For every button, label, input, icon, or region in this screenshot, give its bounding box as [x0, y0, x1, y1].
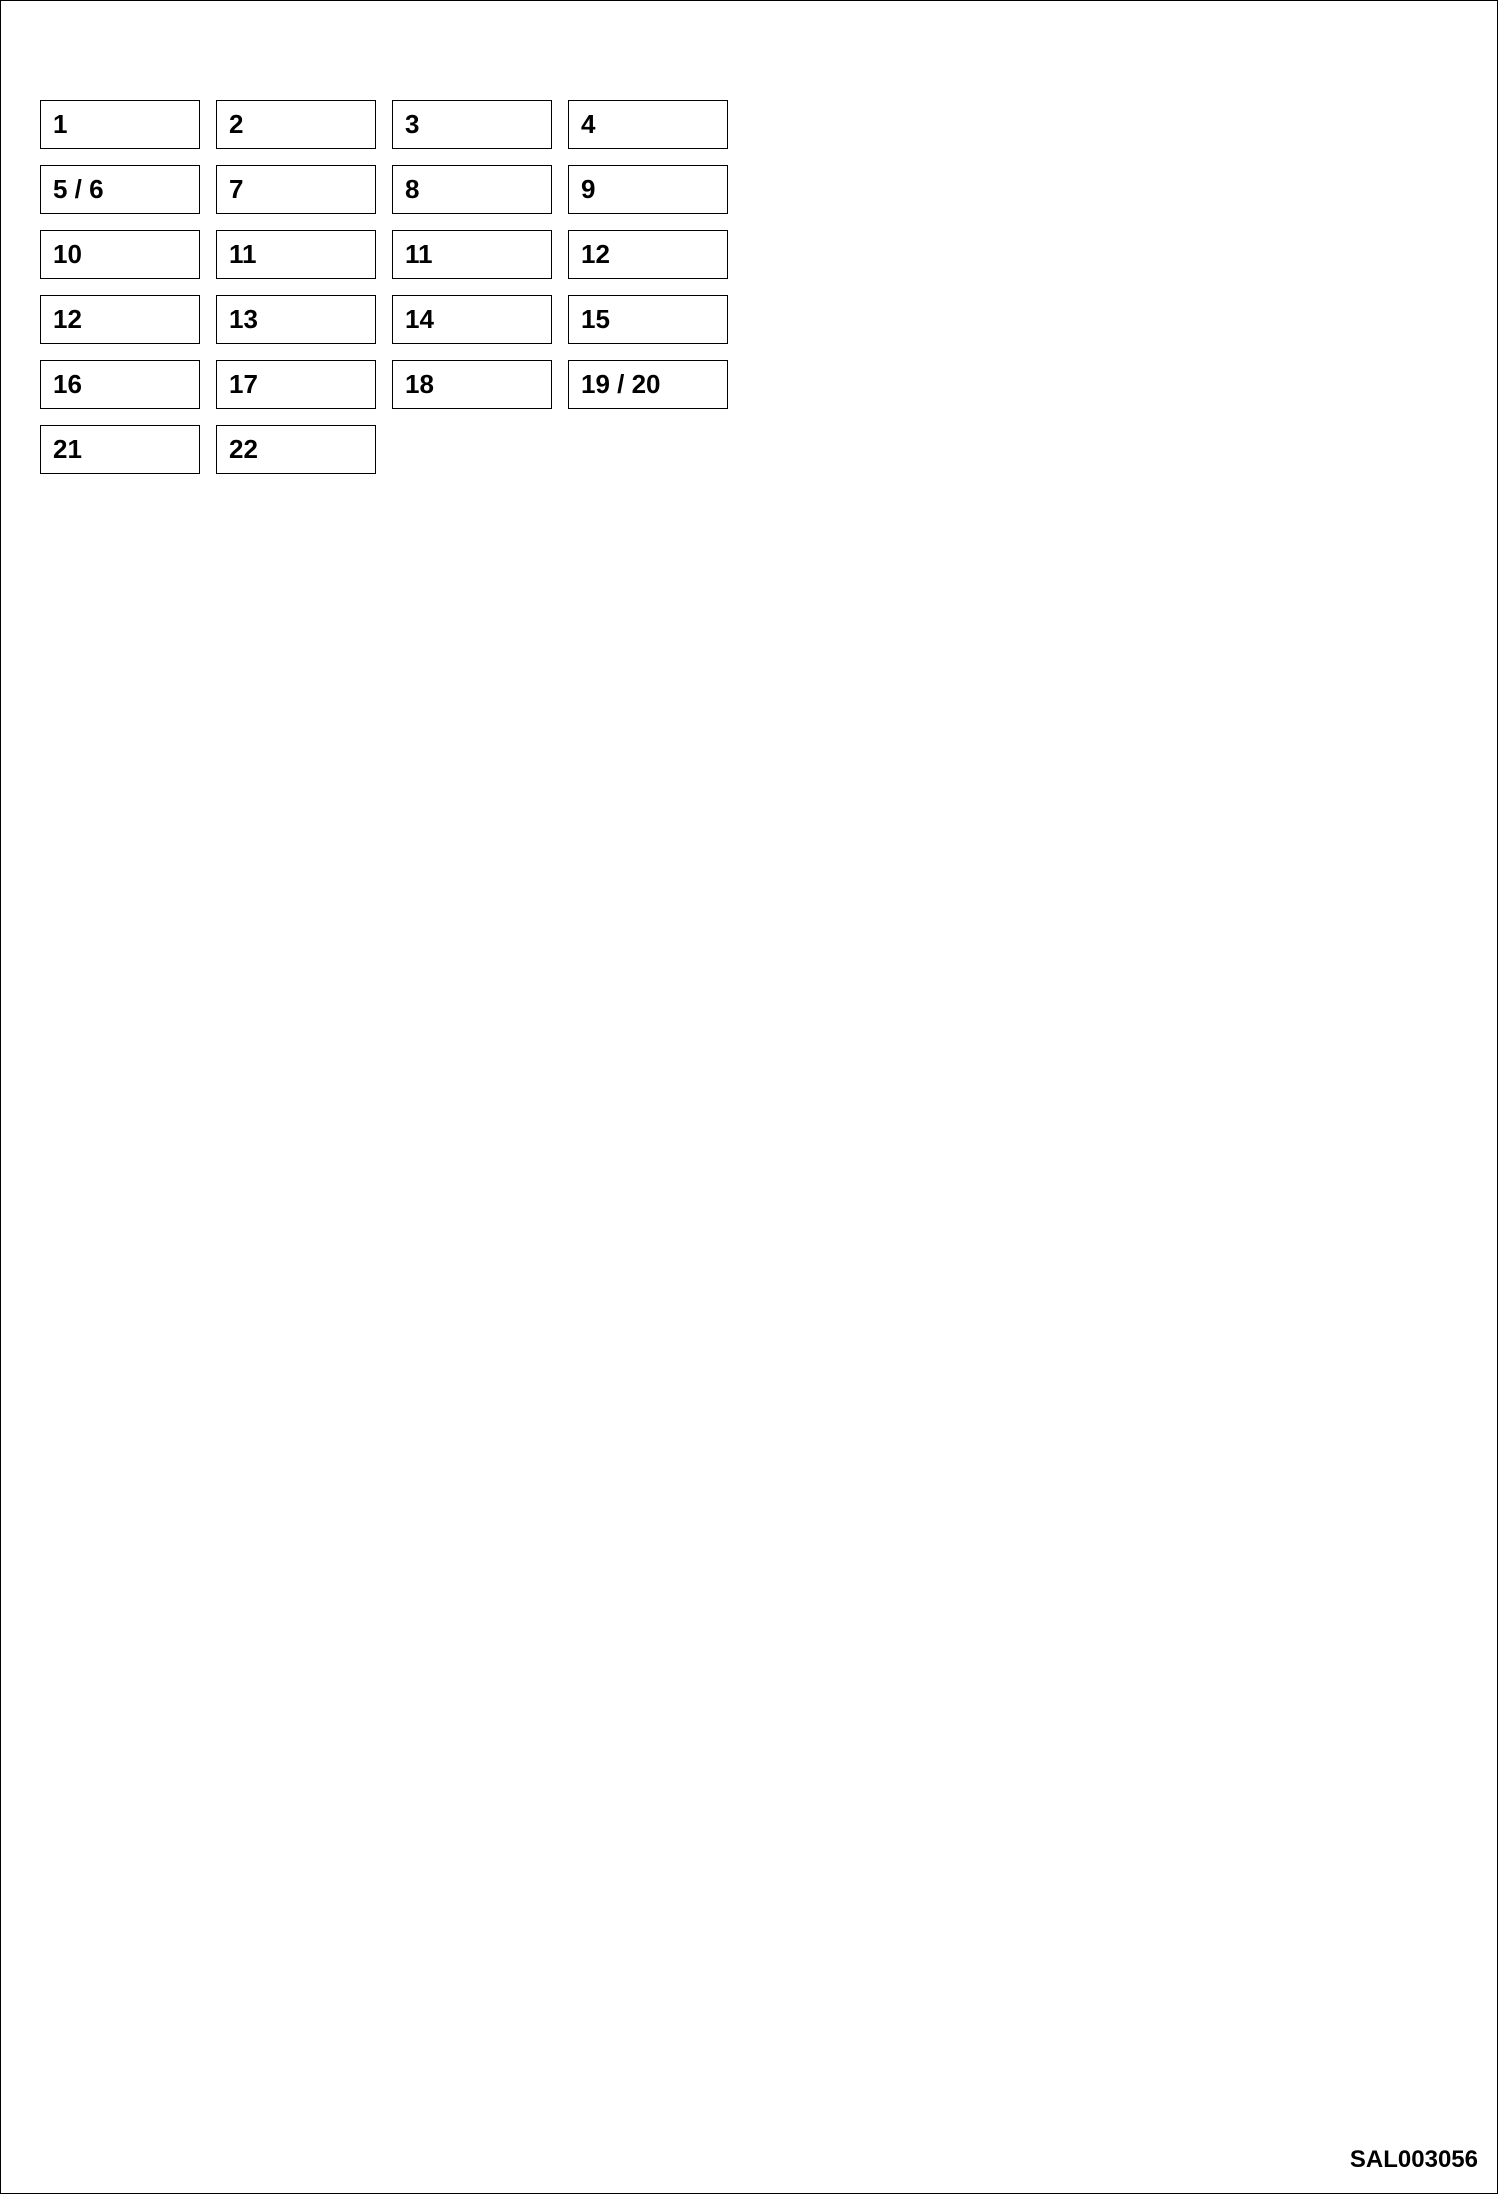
callout-10: 11 — [392, 230, 552, 279]
callout-18: 18 — [392, 360, 552, 409]
callout-2: 3 — [392, 100, 552, 149]
callout-19: 19 / 20 — [568, 360, 728, 409]
callout-20: 21 — [40, 425, 200, 474]
callout-15: 15 — [568, 295, 728, 344]
callout-1: 2 — [216, 100, 376, 149]
callout-0: 1 — [40, 100, 200, 149]
callout-8: 10 — [40, 230, 200, 279]
callout-13: 13 — [216, 295, 376, 344]
callout-21: 22 — [216, 425, 376, 474]
callout-11: 12 — [568, 230, 728, 279]
callout-9: 11 — [216, 230, 376, 279]
callout-12: 12 — [40, 295, 200, 344]
image-code: SAL003056 — [1349, 2146, 1478, 2173]
callout-3: 4 — [568, 100, 728, 149]
callout-17: 17 — [216, 360, 376, 409]
callout-14: 14 — [392, 295, 552, 344]
callout-16: 16 — [40, 360, 200, 409]
callout-7: 9 — [568, 165, 728, 214]
callout-6: 8 — [392, 165, 552, 214]
callout-5: 7 — [216, 165, 376, 214]
callout-4: 5 / 6 — [40, 165, 200, 214]
